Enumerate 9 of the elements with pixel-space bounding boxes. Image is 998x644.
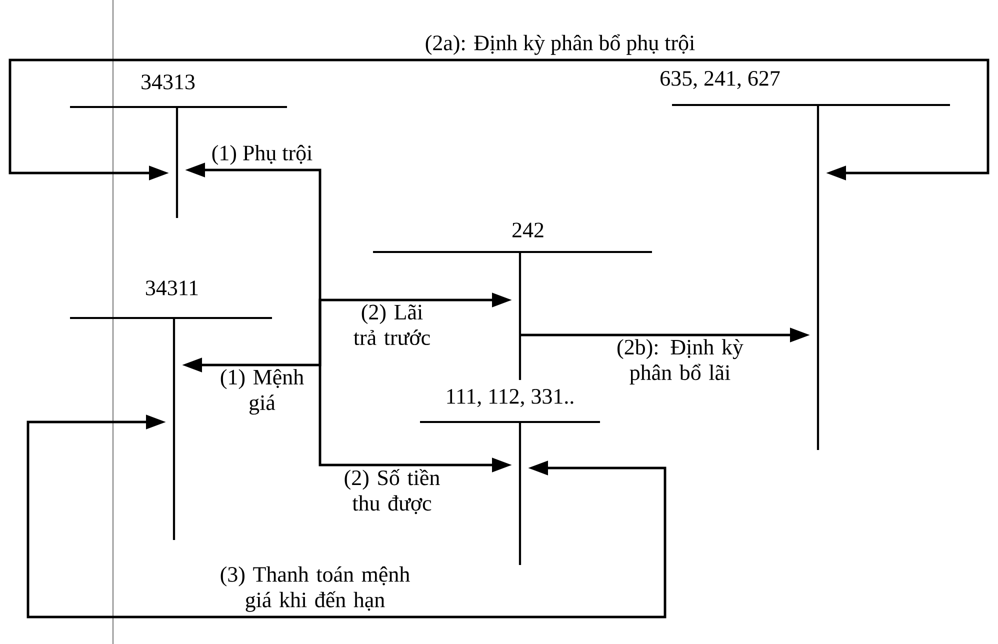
edge-label: (2) Số tiền thu được [344, 469, 440, 514]
edge-label: (3) Thanh toán mệnh giá khi đến hạn [220, 566, 410, 612]
edge-label: (2a): Định kỳ phân bổ phụ trội [426, 34, 695, 55]
edge-label: (1) Phụ trội [212, 144, 312, 165]
edge-label: (1) Mệnh giá [220, 369, 304, 415]
arrow [26, 414, 666, 618]
edge-label: (2) Lãi trả trước [354, 304, 430, 346]
edge-label: (2b): Định kỳ phân bổ lãi [618, 339, 744, 385]
arrow [8, 58, 990, 180]
